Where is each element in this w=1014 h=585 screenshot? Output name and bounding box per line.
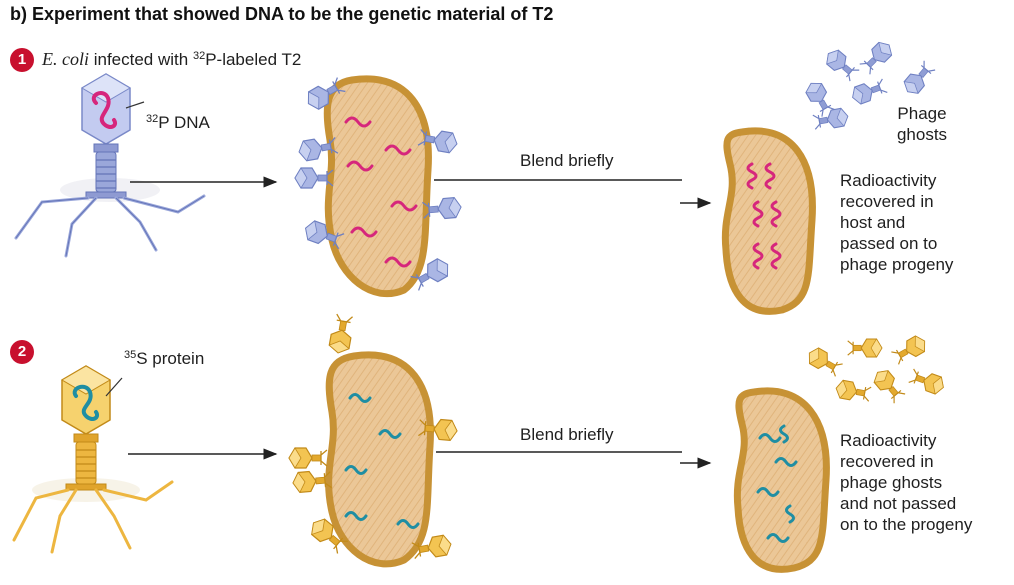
- step-2-blend-label: Blend briefly: [520, 425, 614, 444]
- host-cell-2-infected: [288, 313, 459, 568]
- step-2-result-line: recovered in: [840, 452, 934, 471]
- figure-title: b) Experiment that showed DNA to be the …: [10, 4, 554, 24]
- step-1-result-line: host and: [840, 213, 906, 232]
- step-1-heading-text-b: P-labeled T2: [205, 50, 302, 69]
- phage-32p-large: [14, 73, 206, 258]
- label-35s-protein: 35S protein: [124, 348, 204, 372]
- label-32p-text: P DNA: [158, 113, 210, 132]
- step-1-result-line: passed on to: [840, 234, 938, 253]
- phage-ghosts-label: Phage ghosts: [890, 103, 954, 145]
- step-2-result-line: Radioactivity: [840, 431, 937, 450]
- step-1-badge: 1: [10, 48, 34, 72]
- step-1-heading-organism: E. coli: [42, 49, 89, 69]
- step-2-result-text: Radioactivity recovered in phage ghosts …: [840, 430, 972, 535]
- step-2-result-line: and not passed: [840, 494, 957, 513]
- step-1-result-text: Radioactivity recovered in host and pass…: [840, 170, 953, 275]
- step-1-result-line: recovered in: [840, 192, 934, 211]
- phage-ghosts-35s: [804, 332, 947, 405]
- phage-35s-large: [12, 365, 174, 554]
- label-35s-text: S protein: [136, 349, 205, 368]
- phage-ghosts-line-2: ghosts: [896, 125, 948, 144]
- host-cell-2-progeny: [733, 387, 830, 573]
- label-32p-superscript: 32: [146, 113, 159, 125]
- label-35s-superscript: 35: [124, 349, 137, 361]
- host-cell-1-infected: [294, 75, 463, 298]
- step-1-blend-label: Blend briefly: [520, 151, 614, 170]
- step-1-heading-text-a: infected with: [89, 50, 193, 69]
- step-1-result-line: phage progeny: [840, 255, 954, 274]
- step-2-badge: 2: [10, 340, 34, 364]
- host-cell-1-progeny: [721, 127, 816, 315]
- step-1-heading-superscript: 32: [192, 50, 206, 62]
- step-2-result-line: phage ghosts: [840, 473, 943, 492]
- step-1-heading: E. coli infected with 32P-labeled T2: [42, 49, 301, 73]
- phage-ghosts-line-1: Phage: [897, 104, 947, 123]
- label-32p-dna: 32P DNA: [146, 112, 210, 136]
- step-2-result-line: on to the progeny: [840, 515, 973, 534]
- step-1-result-line: Radioactivity: [840, 171, 937, 190]
